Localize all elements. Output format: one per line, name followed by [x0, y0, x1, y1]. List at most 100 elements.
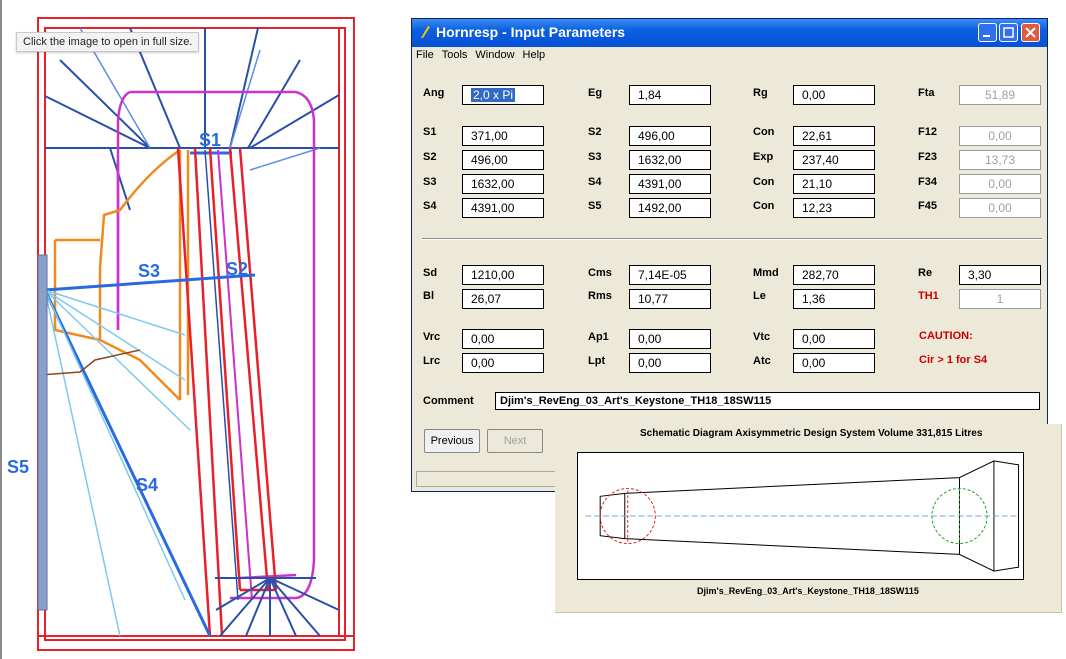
title-bar[interactable]: Hornresp - Input Parameters — [412, 19, 1047, 47]
driver-b-field[interactable]: 10,77 — [629, 289, 711, 309]
horn-drawing[interactable]: S1 S2 S3 S4 S5 — [0, 0, 400, 659]
seg-a-field[interactable]: 1632,00 — [462, 174, 544, 194]
minimize-button[interactable] — [978, 23, 997, 42]
maximize-icon — [1003, 27, 1014, 38]
chamber-b-label: Ap1 — [588, 331, 609, 343]
maximize-button[interactable] — [999, 23, 1018, 42]
seg-b-label: S4 — [588, 176, 602, 188]
hornresp-app-icon — [421, 26, 430, 38]
chamber-c-field[interactable]: 0,00 — [793, 353, 875, 373]
menu-window[interactable]: Window — [475, 49, 515, 61]
label-s2: S2 — [226, 259, 248, 279]
chamber-a-label: Vrc — [423, 331, 441, 343]
seg-b-label: S3 — [588, 151, 602, 163]
open-full-size-tooltip: Click the image to open in full size. — [16, 32, 200, 52]
chamber-a-field[interactable]: 0,00 — [462, 329, 544, 349]
schematic-caption: Djim's_RevEng_03_Art's_Keystone_TH18_18S… — [697, 586, 919, 596]
schematic-panel: Djim's_RevEng_03_Art's_Keystone_TH18_18S… — [555, 424, 1062, 613]
eg-label: Eg — [588, 87, 603, 99]
seg-c-label: Exp — [753, 151, 774, 163]
seg-b-field[interactable]: 496,00 — [629, 126, 711, 146]
seg-d-field: 0,00 — [959, 126, 1041, 146]
separator — [422, 238, 1042, 240]
seg-d-label: F23 — [918, 151, 937, 163]
ang-label: Ang — [423, 87, 445, 99]
schematic-diagram[interactable] — [577, 452, 1024, 580]
seg-d-field: 13,73 — [959, 150, 1041, 170]
ang-value: 2,0 x Pi — [471, 88, 516, 102]
chamber-a-label: Lrc — [423, 355, 441, 367]
seg-b-label: S5 — [588, 200, 602, 212]
hornresp-window: Hornresp - Input Parameters File Tools Win… — [411, 18, 1048, 492]
driver-c-label: Le — [753, 290, 766, 302]
th1-label: TH1 — [918, 290, 939, 302]
menu-help[interactable]: Help — [522, 49, 546, 61]
seg-c-field[interactable]: 237,40 — [793, 150, 875, 170]
driver-c-field[interactable]: 282,70 — [793, 265, 875, 285]
seg-a-label: S3 — [423, 176, 437, 188]
eg-field[interactable]: 1,84 — [629, 85, 711, 105]
chamber-c-field[interactable]: 0,00 — [793, 329, 875, 349]
next-button[interactable]: Next — [487, 429, 543, 453]
seg-c-field[interactable]: 21,10 — [793, 174, 875, 194]
driver-b-label: Rms — [588, 290, 612, 302]
seg-a-label: S2 — [423, 151, 437, 163]
seg-d-field: 0,00 — [959, 174, 1041, 194]
schematic-horn-drawing — [585, 460, 1020, 572]
fta-label: Fta — [918, 87, 935, 99]
comment-field[interactable]: Djim's_RevEng_03_Art's_Keystone_TH18_18S… — [495, 392, 1040, 410]
driver-d-label: Re — [918, 267, 933, 279]
seg-c-field[interactable]: 22,61 — [793, 126, 875, 146]
seg-d-label: F45 — [918, 200, 937, 212]
seg-d-label: F12 — [918, 126, 937, 138]
label-s1: S1 — [199, 130, 221, 150]
menu-tools[interactable]: Tools — [441, 49, 468, 61]
seg-b-field[interactable]: 1632,00 — [629, 150, 711, 170]
label-s4: S4 — [136, 475, 158, 495]
rg-label: Rg — [753, 87, 768, 99]
previous-button[interactable]: Previous — [424, 429, 480, 453]
seg-a-field[interactable]: 496,00 — [462, 150, 544, 170]
seg-a-field[interactable]: 4391,00 — [462, 198, 544, 218]
driver-a-field[interactable]: 26,07 — [462, 289, 544, 309]
seg-c-label: Con — [753, 200, 775, 212]
driver-a-label: Sd — [423, 267, 438, 279]
fta-field: 51,89 — [959, 85, 1041, 105]
seg-b-field[interactable]: 1492,00 — [629, 198, 711, 218]
chamber-b-field[interactable]: 0,00 — [629, 329, 711, 349]
th1-field: 1 — [959, 289, 1041, 309]
driver-a-field[interactable]: 1210,00 — [462, 265, 544, 285]
rg-field[interactable]: 0,00 — [793, 85, 875, 105]
driver-c-field[interactable]: 1,36 — [793, 289, 875, 309]
chamber-c-label: Atc — [753, 355, 771, 367]
label-s3: S3 — [138, 261, 160, 281]
parameters-panel: Ang 2,0 x Pi Eg 1,84 Rg 0,00 Fta 51,89 S… — [412, 67, 1047, 459]
menu-bar: File Tools Window Help — [412, 47, 1047, 65]
chamber-b-label: Lpt — [588, 355, 606, 367]
seg-d-field: 0,00 — [959, 198, 1041, 218]
seg-c-label: Con — [753, 126, 775, 138]
ang-field[interactable]: 2,0 x Pi — [462, 85, 544, 105]
close-button[interactable] — [1021, 23, 1040, 42]
window-title: Hornresp - Input Parameters — [436, 24, 626, 40]
schematic-title: Schematic Diagram Axisymmetric Design Sy… — [640, 428, 983, 439]
seg-b-field[interactable]: 4391,00 — [629, 174, 711, 194]
seg-a-label: S4 — [423, 200, 437, 212]
menu-file[interactable]: File — [416, 49, 434, 61]
page-edge — [0, 0, 2, 659]
caution-title: CAUTION: — [919, 330, 973, 342]
caution-text: Cir > 1 for S4 — [919, 354, 988, 366]
close-icon — [1025, 27, 1036, 38]
chamber-c-label: Vtc — [753, 331, 771, 343]
label-s5: S5 — [7, 457, 29, 477]
driver-a-label: Bl — [423, 290, 434, 302]
seg-a-label: S1 — [423, 126, 437, 138]
chamber-a-field[interactable]: 0,00 — [462, 353, 544, 373]
driver-d-field[interactable]: 3,30 — [959, 265, 1041, 285]
chamber-b-field[interactable]: 0,00 — [629, 353, 711, 373]
seg-c-label: Con — [753, 176, 775, 188]
seg-c-field[interactable]: 12,23 — [793, 198, 875, 218]
minimize-icon — [983, 35, 990, 37]
seg-a-field[interactable]: 371,00 — [462, 126, 544, 146]
driver-b-field[interactable]: 7,14E-05 — [629, 265, 711, 285]
